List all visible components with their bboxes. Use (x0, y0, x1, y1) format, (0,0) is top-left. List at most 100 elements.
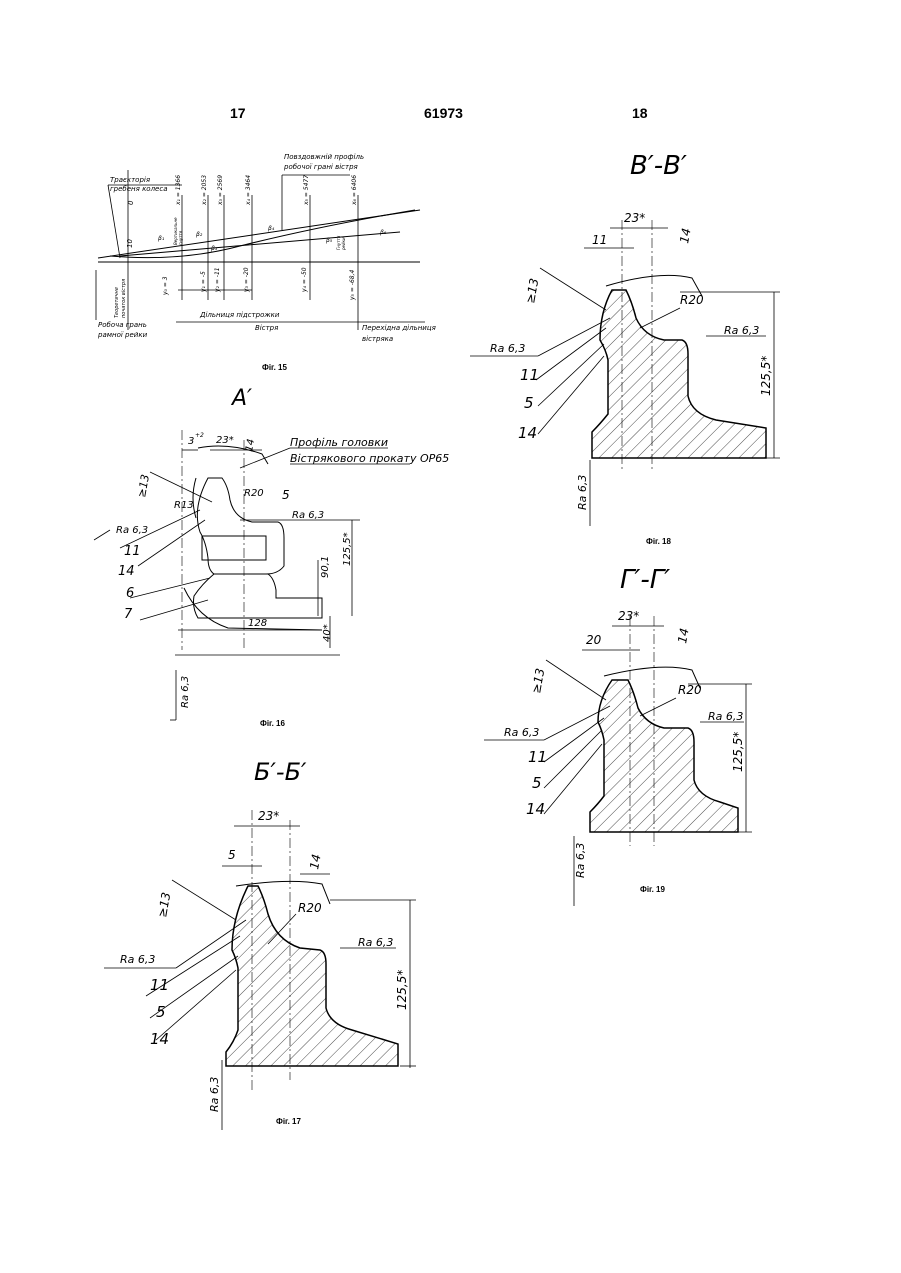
fig15-beta-1: β₁ (158, 235, 165, 242)
fig17-angle-14: 14 (307, 853, 323, 870)
fig15-y1: y₁ = -5 (200, 271, 207, 293)
fig18-dim-23: 23* (624, 211, 645, 225)
fig17-label-5: 5 (156, 1003, 166, 1021)
fig15-transition-label: Перехідна дільниця (362, 324, 436, 332)
fig19-dim-20: 20 (586, 633, 602, 647)
fig19-dim-23: 23* (618, 609, 639, 623)
fig16-label-11: 11 (124, 544, 141, 559)
fig16-ra-1: Ra 6,3 (116, 525, 148, 536)
fig15-y3: y₃ = -20 (243, 267, 250, 293)
fig17-caption: Фіг. 17 (276, 1117, 301, 1126)
fig15-transition-label-2: вістряка (362, 335, 393, 343)
fig15-x4: x₄ = 3464 (245, 175, 252, 206)
fig18-label-14: 14 (518, 424, 537, 442)
fig16-dim-23: 23* (216, 435, 234, 446)
fig16-dim-3: 3 (188, 436, 194, 447)
figure-16: A′ Профіль головки Вістрякового пр (94, 386, 449, 728)
fig15-x0: 0 (127, 200, 135, 205)
fig15-beta-3: β₃ (211, 245, 218, 252)
fig19-caption: Фіг. 19 (640, 885, 665, 894)
fig16-ra-2: Ra 6,3 (292, 510, 324, 521)
fig19-r20: R20 (678, 683, 702, 697)
fig15-ten: 10 (126, 239, 134, 248)
fig16-dim-40: 40* (322, 624, 333, 642)
fig15-tongue-label: Вістря (255, 324, 278, 332)
fig15-trajectory-label-2: гребеня колеса (110, 185, 168, 193)
fig16-ge-13: ≥13 (135, 473, 152, 498)
fig18-ra-3: Ra 6,3 (576, 475, 589, 510)
fig19-ra-3: Ra 6,3 (574, 843, 587, 878)
fig18-dim-11: 11 (592, 233, 607, 247)
fig19-label-5: 5 (532, 774, 542, 792)
fig16-head-profile-2: Вістрякового прокату ОР65 (290, 452, 449, 465)
fig15-x6: x₆ = 6406 (351, 175, 358, 206)
fig15-theoretical-label: Теоретичне (114, 287, 120, 318)
fig18-r20: R20 (680, 293, 704, 307)
fig16-label-14: 14 (118, 564, 135, 579)
fig19-angle-14: 14 (675, 627, 691, 644)
fig15-x2: x₂ = 2053 (201, 175, 208, 206)
fig15-theoretical-label-2: початок вістря (121, 279, 127, 318)
fig16-dim-125: 125,5* (342, 532, 353, 566)
fig18-title: B′-B′ (630, 151, 687, 181)
fig19-dim-125: 125,5* (731, 732, 745, 772)
figure-15: Траєкторія гребеня колеса Повздовжній пр… (96, 153, 436, 372)
fig17-label-11: 11 (150, 976, 169, 994)
fig17-ra-1: Ra 6,3 (120, 953, 155, 966)
fig15-y5: y₅ = -68,4 (349, 269, 356, 301)
fig15-y4: y₄ = -50 (301, 267, 308, 293)
fig19-label-14: 14 (526, 800, 545, 818)
fig16-caption: Фіг. 16 (260, 719, 285, 728)
fig15-y0: y₀ = 3 (162, 276, 169, 296)
fig19-title: Г′-Г′ (620, 565, 670, 595)
fig15-caption: Фіг. 15 (262, 363, 287, 372)
fig17-dim-125: 125,5* (395, 970, 409, 1010)
fig17-r20: R20 (298, 901, 322, 915)
fig16-label-7: 7 (124, 607, 133, 622)
fig15-beta-2: β₂ (196, 231, 203, 238)
fig15-beta-4: β₄ (268, 225, 275, 232)
fig18-ra-2: Ra 6,3 (724, 324, 759, 337)
fig15-beta-5: β₅ (326, 237, 333, 244)
fig16-ra-3: Ra 6,3 (180, 676, 191, 708)
figure-18: B′-B′ 23* 11 14 ≥13 R20 Ra 6,3 Ra 6,3 Ra… (470, 151, 780, 546)
fig19-ra-2: Ra 6,3 (708, 710, 743, 723)
fig19-ra-1: Ra 6,3 (504, 726, 539, 739)
fig15-trajectory-label: Траєкторія (110, 176, 150, 184)
figure-19: Г′-Г′ 23* 20 14 ≥13 R20 Ra 6,3 Ra 6,3 Ra… (484, 565, 752, 906)
fig15-x5: x₅ = 5477 (303, 175, 310, 206)
fig15-profile-label: Повздовжній профіль (284, 153, 364, 161)
fig15-undercut-label: Дільниця підстрожки (199, 311, 280, 319)
fig17-ra-3: Ra 6,3 (208, 1077, 221, 1112)
figure-17: Б′-Б′ 23* 5 14 ≥13 R20 Ra 6,3 Ra 6,3 Ra … (104, 758, 416, 1130)
fig15-beta-6: β₆ (380, 229, 387, 236)
fig16-label-6: 6 (126, 586, 134, 601)
fig16-r13: R13 (174, 500, 194, 511)
fig18-label-11: 11 (520, 366, 539, 384)
fig18-angle-14: 14 (677, 227, 693, 244)
fig16-title: A′ (230, 386, 252, 411)
fig17-ge-13: ≥13 (155, 891, 173, 918)
fig19-ge-13: ≥13 (529, 667, 547, 694)
fig15-profile-label-2: робочої грані вістря (283, 163, 358, 171)
fig17-dim-23: 23* (258, 809, 279, 823)
fig18-ge-13: ≥13 (523, 277, 541, 304)
fig15-x1: x₁ = 1366 (175, 175, 182, 206)
fig18-dim-125: 125,5* (759, 356, 773, 396)
fig16-angle-14: 14 (244, 438, 257, 452)
fig16-head-profile: Профіль головки (290, 436, 388, 449)
fig16-dim-3-tol: +2 (195, 432, 204, 439)
fig15-vert-b: гнуття (178, 230, 183, 245)
fig16-dim-128: 128 (248, 618, 267, 629)
fig16-r20: R20 (244, 488, 264, 499)
fig18-label-5: 5 (524, 394, 534, 412)
fig19-label-11: 11 (528, 748, 547, 766)
fig17-label-14: 14 (150, 1030, 169, 1048)
fig16-label-5: 5 (282, 488, 290, 502)
fig16-dim-90: 90,1 (320, 556, 331, 578)
fig17-dim-5: 5 (228, 848, 236, 862)
fig15-vert-d: рейки (341, 237, 346, 251)
fig15-working-edge-label-2: рамної рейки (97, 331, 148, 339)
fig18-ra-1: Ra 6,3 (490, 342, 525, 355)
